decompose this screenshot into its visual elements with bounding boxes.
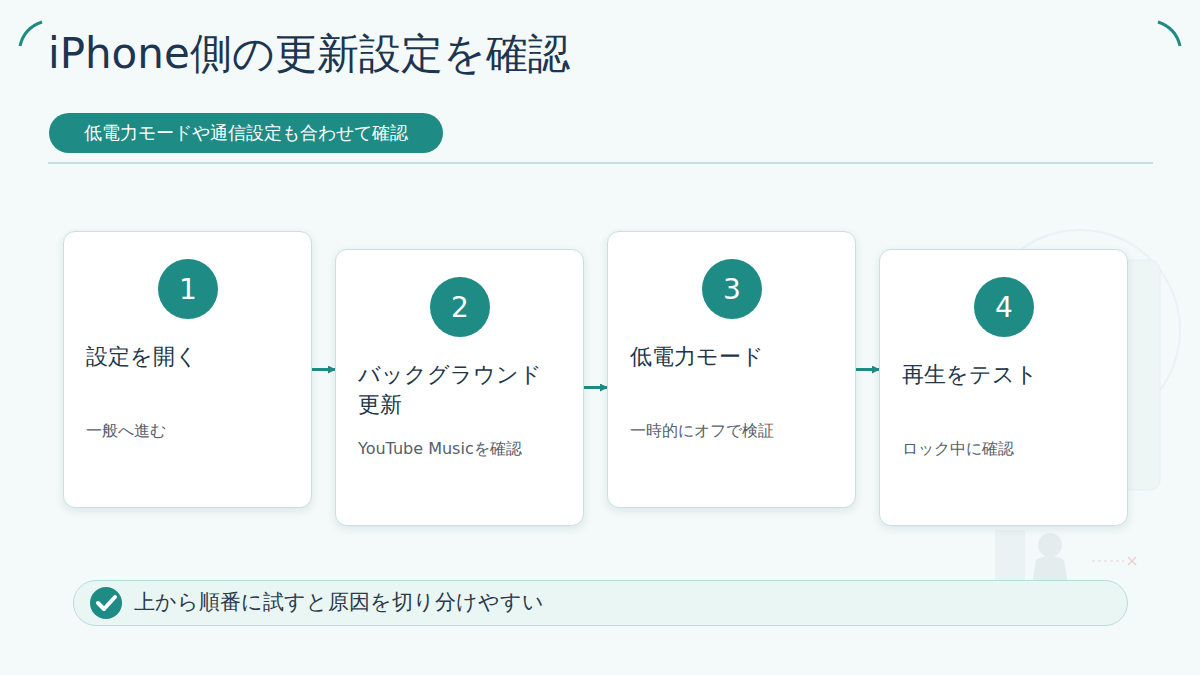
- step-card: 低電力モード一時的にオフで検証 3: [607, 231, 856, 508]
- step-body: 一般へ進む: [86, 420, 299, 442]
- step-heading: 低電力モード: [630, 342, 839, 372]
- step-number: 3: [723, 273, 741, 306]
- step-number-circle: 1: [158, 259, 218, 319]
- pill-text: 低電力モードや通信設定も合わせて確認: [84, 121, 408, 145]
- step-heading: 再生をテスト: [902, 360, 1111, 390]
- divider-line: [48, 162, 1153, 164]
- step-number: 1: [179, 273, 197, 306]
- subtitle-pill: 低電力モードや通信設定も合わせて確認: [49, 113, 443, 153]
- step-heading: バックグラウンド 更新: [358, 360, 567, 419]
- step-arrow: [856, 368, 879, 371]
- step-number-circle: 3: [702, 259, 762, 319]
- step-heading: 設定を開く: [86, 342, 295, 372]
- slide-title: iPhone側の更新設定を確認: [48, 26, 570, 82]
- step-body: YouTube Musicを確認: [358, 438, 571, 460]
- step-arrow: [312, 368, 335, 371]
- step-card: 設定を開く一般へ進む 1: [63, 231, 312, 508]
- step-body: 一時的にオフで検証: [630, 420, 843, 442]
- tip-band: 上から順番に試すと原因を切り分けやすい: [73, 580, 1128, 626]
- step-card: バックグラウンド 更新 YouTube Musicを確認 2: [335, 249, 584, 526]
- step-body: ロック中に確認: [902, 438, 1115, 460]
- step-arrow: [584, 386, 607, 389]
- step-number-circle: 4: [974, 277, 1034, 337]
- corner-arc: [20, 22, 42, 46]
- step-number: 2: [451, 291, 469, 324]
- step-card: 再生をテストロック中に確認 4: [879, 249, 1128, 526]
- corner-arc: [1158, 22, 1180, 46]
- step-number-circle: 2: [430, 277, 490, 337]
- tip-text: 上から順番に試すと原因を切り分けやすい: [134, 588, 544, 616]
- check-icon: [89, 586, 123, 620]
- step-number: 4: [995, 291, 1013, 324]
